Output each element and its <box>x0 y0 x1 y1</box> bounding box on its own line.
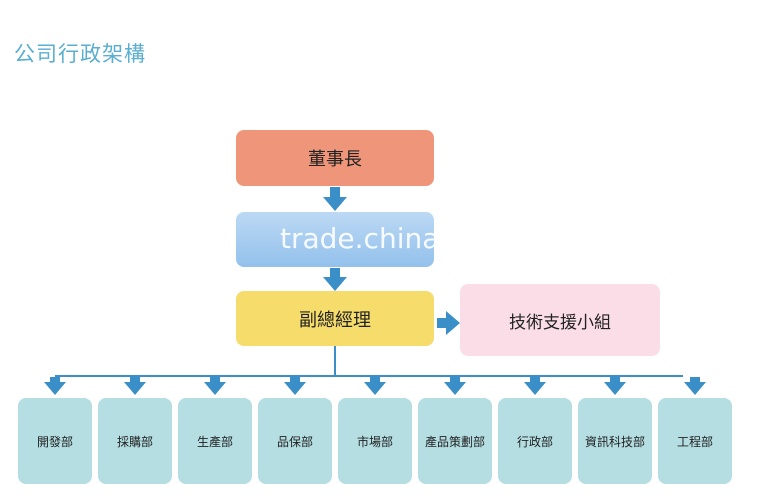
department-arrow <box>124 377 146 395</box>
department-arrow <box>684 377 706 395</box>
department-node: 品保部 <box>258 398 332 484</box>
department-arrow <box>284 377 306 395</box>
department-arrow <box>524 377 546 395</box>
department-arrow <box>204 377 226 395</box>
department-node: 工程部 <box>658 398 732 484</box>
department-node: 產品策劃部 <box>418 398 492 484</box>
department-node: 開發部 <box>18 398 92 484</box>
department-node: 資訊科技部 <box>578 398 652 484</box>
arrow-chairman-to-middle <box>323 187 347 211</box>
department-arrows <box>44 377 706 395</box>
department-arrow <box>604 377 626 395</box>
department-arrow <box>364 377 386 395</box>
department-node: 行政部 <box>498 398 572 484</box>
arrow-middle-to-vp <box>323 268 347 291</box>
department-node: 生產部 <box>178 398 252 484</box>
page-title: 公司行政架構 <box>14 42 146 66</box>
arrow-vp-to-tech <box>437 311 460 335</box>
department-node: 市場部 <box>338 398 412 484</box>
chairman-node: 董事長 <box>236 130 434 186</box>
department-node: 採購部 <box>98 398 172 484</box>
department-arrow <box>444 377 466 395</box>
watermark: trade.china.cn <box>280 222 482 255</box>
middle-node <box>236 212 434 267</box>
department-arrow <box>44 377 66 395</box>
tech-support-node: 技術支援小組 <box>460 284 660 356</box>
vice-gm-node: 副總經理 <box>236 291 434 346</box>
